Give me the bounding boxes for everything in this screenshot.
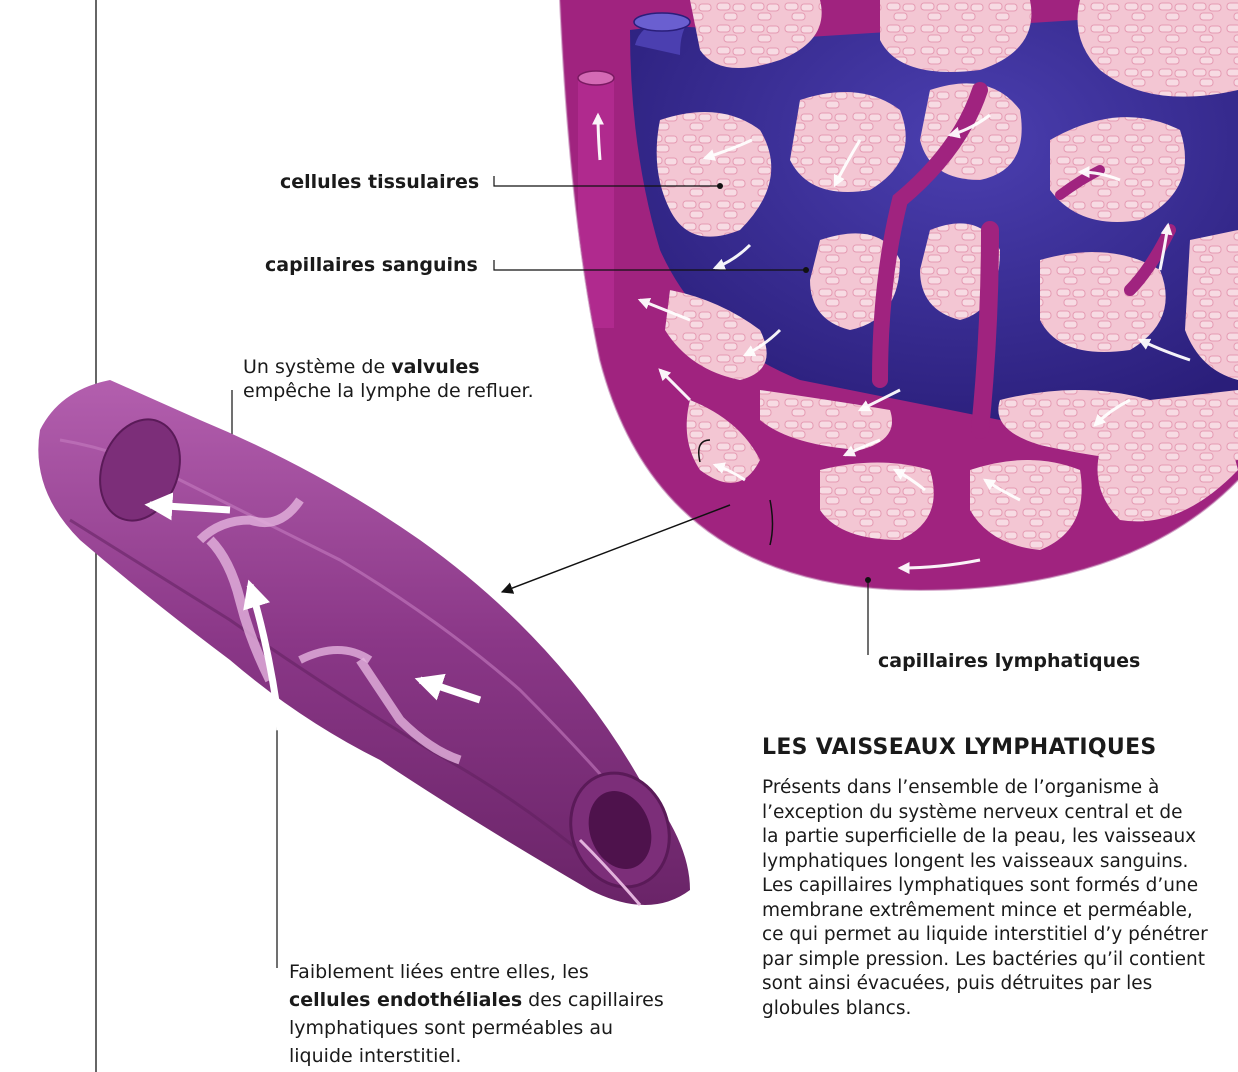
label-tissue-cells: cellules tissulaires xyxy=(280,171,479,193)
valves-caption-bold: valvules xyxy=(391,356,479,378)
label-blood-capillaries: capillaires sanguins xyxy=(265,254,478,276)
section-title: LES VAISSEAUX LYMPHATIQUES xyxy=(762,735,1157,760)
section-body: Présents dans l’ensemble de l’organisme … xyxy=(762,776,1238,1072)
capillary-network-illustration xyxy=(540,0,1238,620)
endothelial-caption-line4: liquide interstitiel. xyxy=(289,1045,461,1067)
valves-caption-text: Un système de xyxy=(243,356,391,378)
endothelial-caption: Faiblement liées entre elles, les cellul… xyxy=(289,958,709,1070)
endothelial-caption-line2: des capillaires xyxy=(522,989,664,1011)
lymphatic-vessel-tube xyxy=(38,380,690,905)
endothelial-caption-bold: cellules endothéliales xyxy=(289,989,522,1011)
zoom-arrow xyxy=(502,505,730,592)
valves-caption: Un système de valvules empêche la lymphe… xyxy=(243,355,573,403)
valves-caption-rest: empêche la lymphe de refluer. xyxy=(243,380,534,402)
endothelial-caption-line1: Faiblement liées entre elles, les xyxy=(289,961,589,983)
endothelial-caption-line3: lymphatiques sont perméables au xyxy=(289,1017,613,1039)
label-lymph-capillaries: capillaires lymphatiques xyxy=(878,650,1140,672)
